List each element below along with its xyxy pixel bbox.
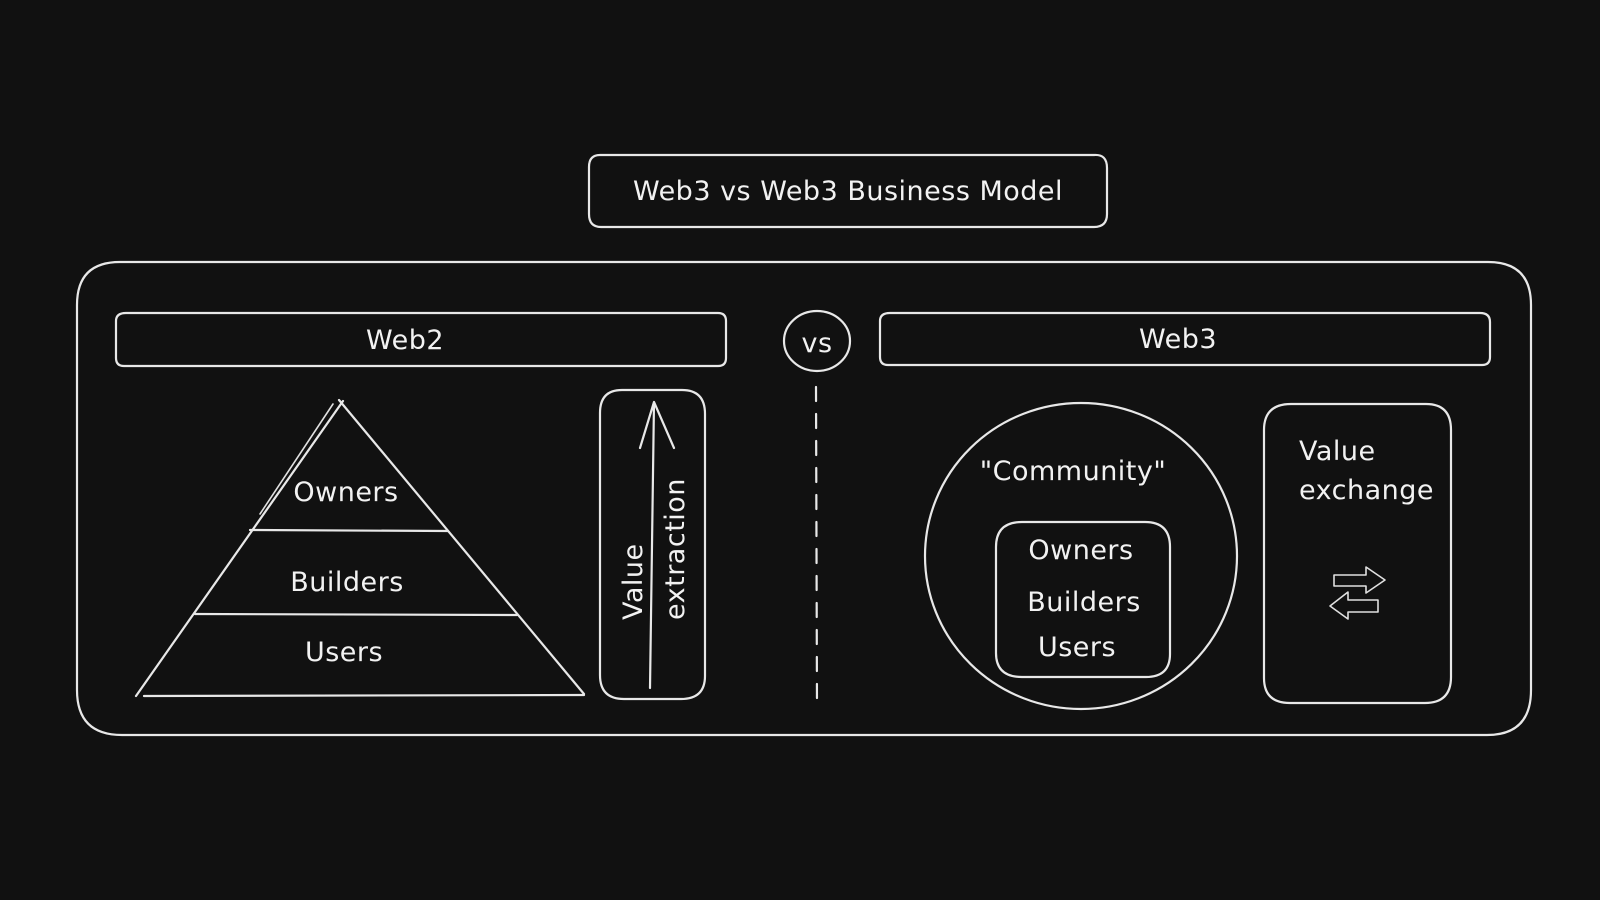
community-label: "Community" xyxy=(980,456,1167,487)
vs-label: vs xyxy=(801,328,832,359)
swap-arrows-icon xyxy=(1329,566,1386,620)
outer-container xyxy=(75,260,1533,737)
value-extraction-box: Value extraction xyxy=(598,388,707,701)
community-circle: "Community" Owners Builders Users xyxy=(923,401,1239,711)
web3-header: Web3 xyxy=(878,311,1492,367)
members-box: Owners Builders Users xyxy=(994,520,1172,679)
web3-header-label: Web3 xyxy=(1139,324,1217,355)
value-exchange-label-line1: Value xyxy=(1299,436,1376,467)
value-exchange-box: Value exchange xyxy=(1262,402,1453,705)
title-text: Web3 vs Web3 Business Model xyxy=(633,176,1063,207)
web3-panel: Web3 "Community" Owners Builders Users V… xyxy=(878,311,1492,711)
value-extraction-label-line2: extraction xyxy=(660,478,691,620)
value-exchange-label-line2: exchange xyxy=(1299,475,1434,506)
member-owners: Owners xyxy=(1028,535,1133,566)
web2-header-label: Web2 xyxy=(366,325,444,356)
up-arrow-icon xyxy=(638,400,676,690)
web2-panel: Web2 Owners Builders Users Value extract… xyxy=(114,311,728,701)
pyramid-tier-builders: Builders xyxy=(290,567,404,598)
pyramid-tier-users: Users xyxy=(305,637,383,668)
member-builders: Builders xyxy=(1027,587,1141,618)
pyramid-tier-owners: Owners xyxy=(293,477,398,508)
pyramid: Owners Builders Users xyxy=(134,398,586,698)
web2-header: Web2 xyxy=(114,311,728,368)
vs-divider: vs xyxy=(782,309,852,711)
dashed-divider-line xyxy=(814,385,819,711)
title-box: Web3 vs Web3 Business Model xyxy=(587,153,1109,229)
value-extraction-label-line1: Value xyxy=(618,543,649,620)
member-users: Users xyxy=(1038,632,1116,663)
